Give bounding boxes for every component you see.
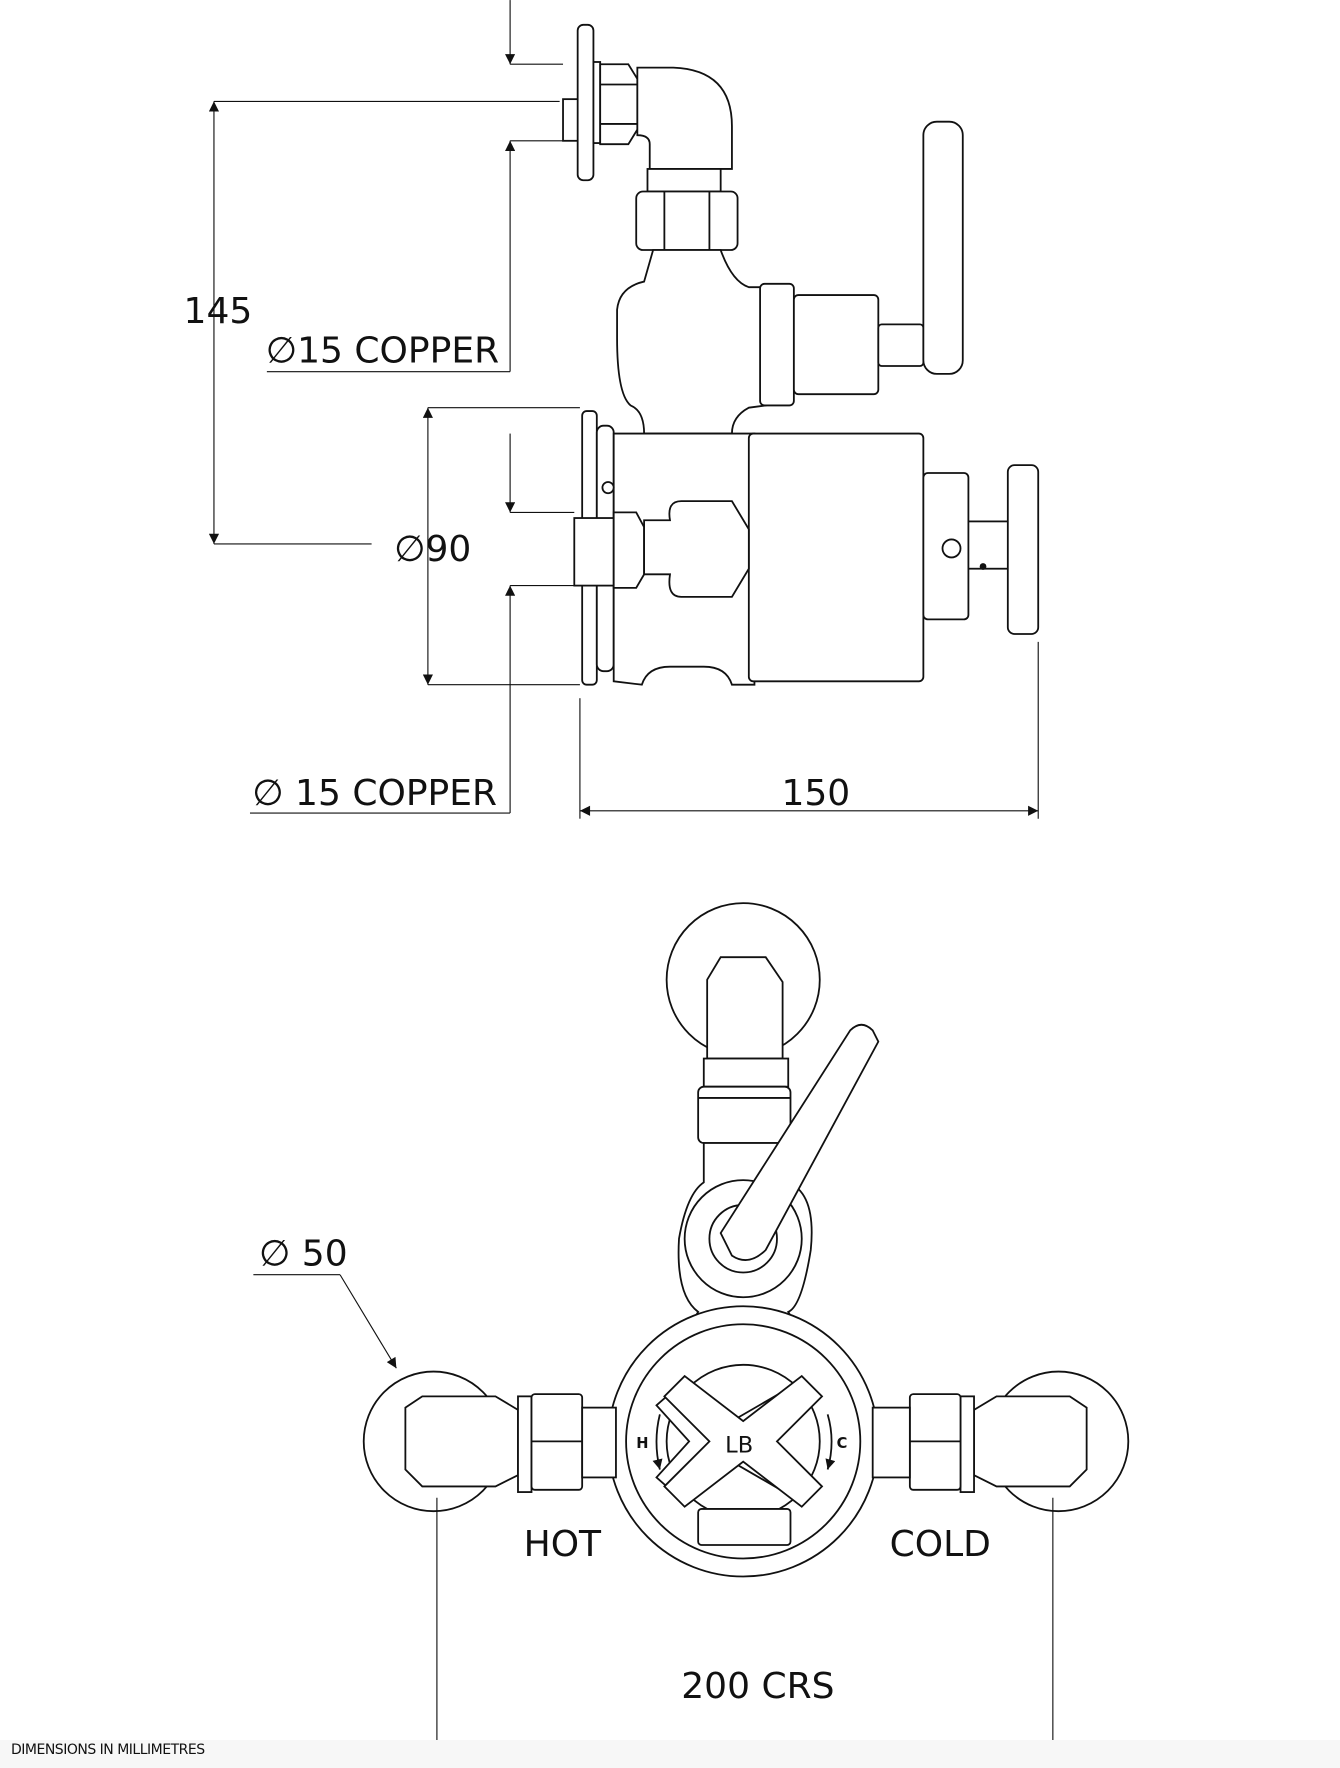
handle-logo: LB	[725, 1433, 753, 1459]
dim-height: 145	[184, 291, 253, 332]
front-elevation: LB H C HOT COLD ∅ 50 200 CRS	[253, 902, 1130, 1768]
outlet-wall-flange	[576, 23, 595, 182]
dimensions-note: DIMENSIONS IN MILLIMETRES	[11, 1742, 205, 1758]
centres-label: 200 CRS	[681, 1666, 834, 1707]
cold-label: COLD	[890, 1524, 991, 1565]
cross-handle[interactable]: LB	[655, 1374, 824, 1508]
outlet-nut	[599, 63, 639, 146]
inlet-stub	[573, 517, 615, 587]
flange-diameter-label: ∅90	[394, 529, 471, 570]
handle-cold-mark: C	[837, 1435, 848, 1452]
outlet-pipe-label: ∅15 COPPER	[266, 331, 499, 372]
flow-lever-side	[922, 120, 964, 375]
inlet-pipe-label: ∅ 15 COPPER	[252, 773, 497, 814]
side-elevation: 145 ∅15 COPPER ∅90 ∅ 15 COPPER 150	[184, 0, 1040, 819]
depth-label: 150	[781, 773, 850, 814]
footer-band	[0, 1740, 1340, 1768]
inlet-nut	[612, 511, 646, 589]
temperature-handle-side	[1006, 464, 1040, 635]
thermostat-cylinder	[747, 432, 925, 683]
outlet-stub	[562, 98, 580, 142]
handle-hot-mark: H	[636, 1435, 648, 1452]
hot-label: HOT	[524, 1524, 602, 1565]
outlet-nut-front	[697, 1085, 792, 1144]
flow-lever-front	[719, 1023, 880, 1261]
inlet-elbow	[643, 500, 750, 598]
lever-stem	[877, 323, 925, 367]
valve-upper-body	[616, 249, 767, 435]
outlet-elbow	[636, 66, 733, 170]
inlet-diameter-label: ∅ 50	[259, 1234, 348, 1275]
outlet-elbow-front	[706, 956, 784, 1060]
outlet-nut-lower	[635, 190, 739, 251]
